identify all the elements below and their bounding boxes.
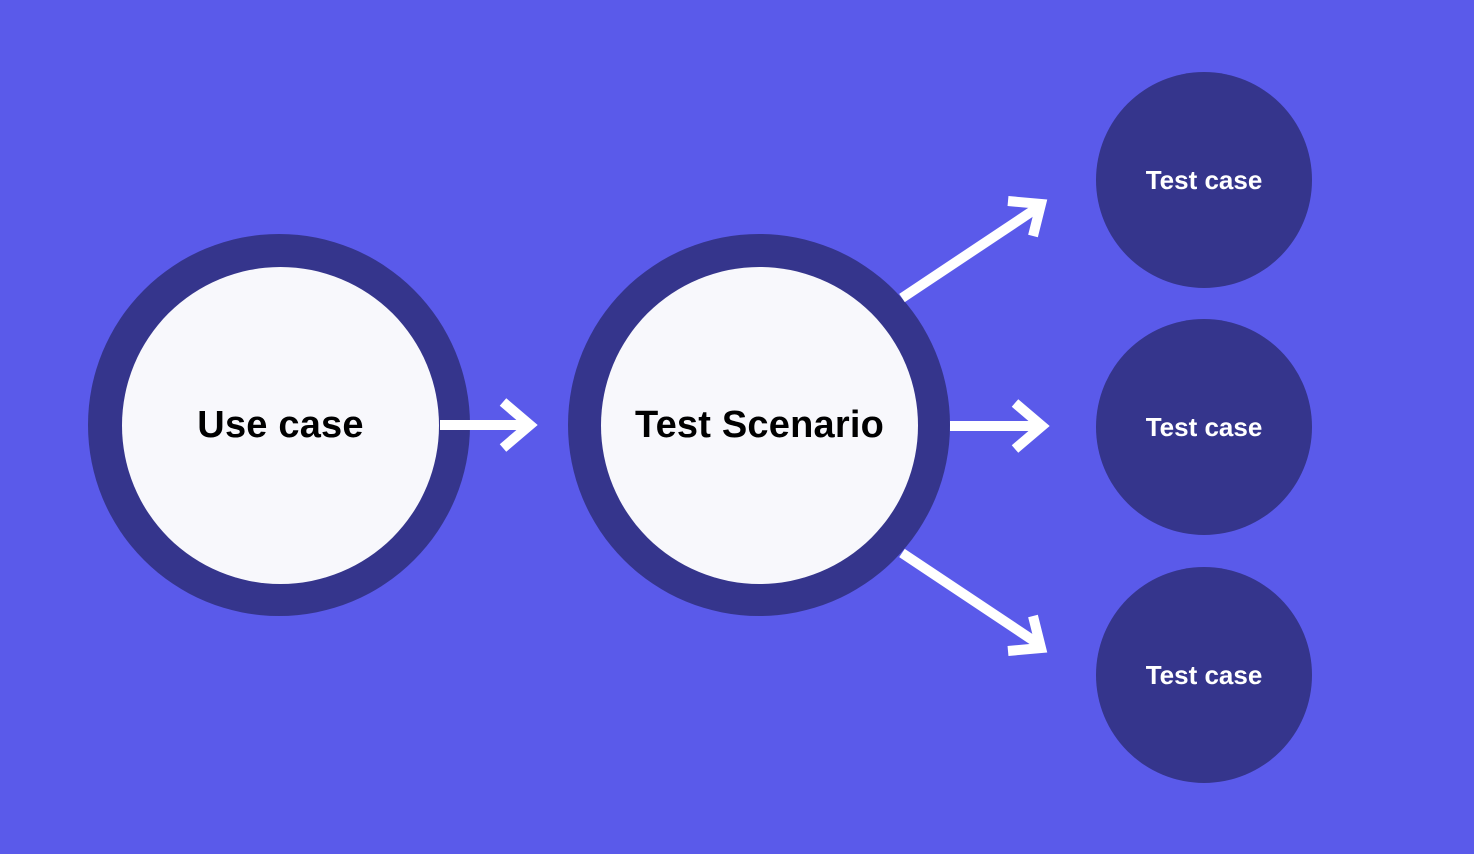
test-scenario-node: Test Scenario xyxy=(601,267,918,584)
test-case-label-1: Test case xyxy=(1145,164,1263,195)
use-case-node: Use case xyxy=(122,267,439,584)
test-case-label-3: Test case xyxy=(1145,659,1263,690)
arrow-scenario-to-test-case-2 xyxy=(950,399,1050,453)
arrow-scenario-to-test-case-3 xyxy=(899,548,1048,656)
arrow-scenario-to-test-case-1 xyxy=(899,196,1048,303)
test-case-node-1: Test case xyxy=(1096,72,1312,288)
test-scenario-label: Test Scenario xyxy=(635,404,884,446)
test-case-node-3: Test case xyxy=(1096,567,1312,783)
use-case-label: Use case xyxy=(197,404,364,446)
test-case-node-2: Test case xyxy=(1096,319,1312,535)
test-case-label-2: Test case xyxy=(1145,411,1263,442)
